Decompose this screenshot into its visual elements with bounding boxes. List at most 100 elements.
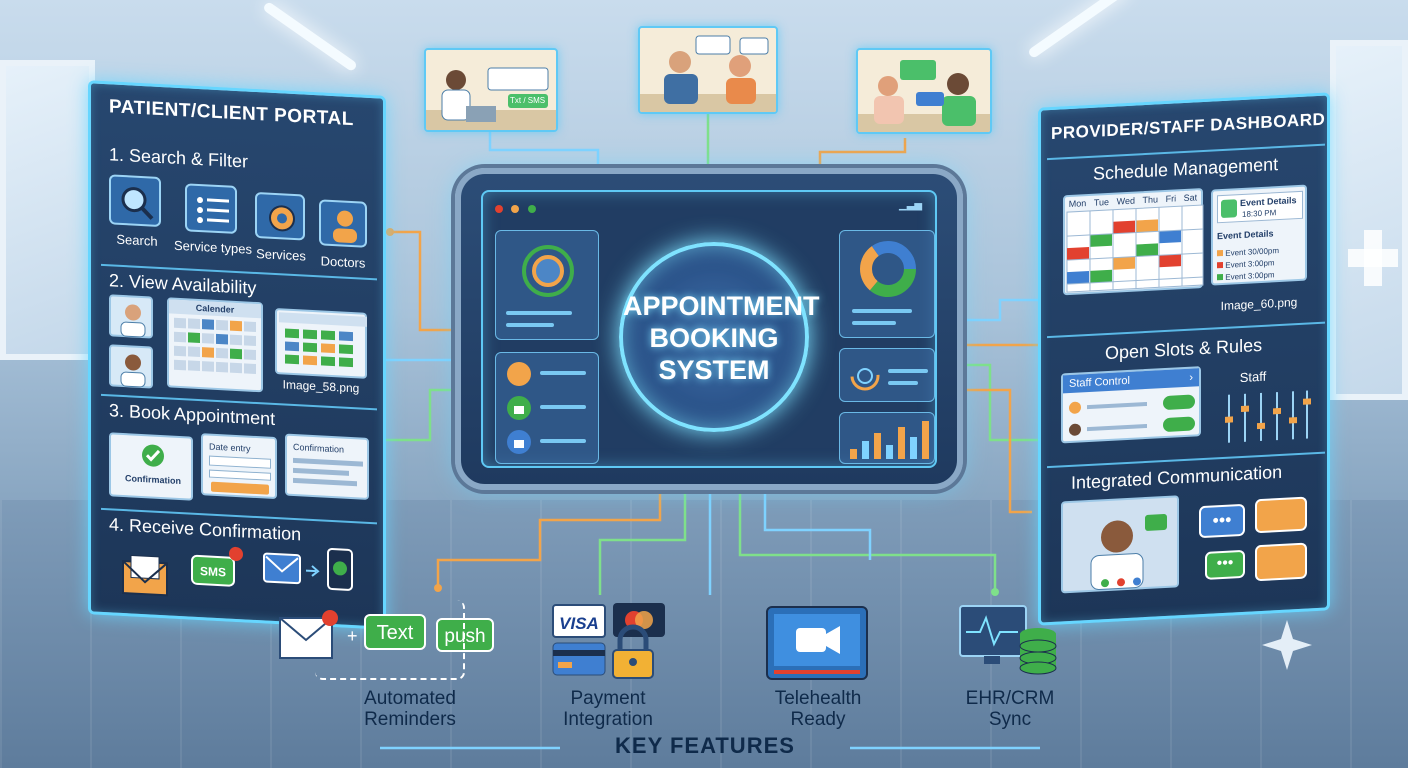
staff-toggle-2[interactable] bbox=[1163, 416, 1195, 433]
day-thu: Thu bbox=[1142, 194, 1159, 206]
list-icon bbox=[197, 197, 229, 224]
credit-card-icon bbox=[552, 642, 606, 676]
schedule-calendar[interactable]: Mon Tue Wed Thu Fri Sat bbox=[1063, 188, 1204, 296]
node-left-1 bbox=[386, 228, 394, 236]
security-widget-line-3 bbox=[540, 439, 586, 443]
central-ring: APPOINTMENT BOOKING SYSTEM bbox=[619, 242, 820, 432]
gear-icon bbox=[269, 205, 295, 232]
event-dot-red bbox=[1217, 261, 1223, 269]
feature-payment-line2: Integration bbox=[563, 709, 653, 730]
schedule-image-label: Image_60.png bbox=[1220, 295, 1298, 314]
confirmation-check-card[interactable]: Confirmation bbox=[109, 432, 193, 501]
gauge-icon bbox=[850, 361, 880, 391]
phone-icon bbox=[327, 547, 353, 591]
plus-icon: + bbox=[347, 626, 358, 646]
reminder-loop-arrow bbox=[315, 600, 465, 680]
feature-telehealth-line2: Ready bbox=[790, 709, 846, 730]
target-widget-line-2 bbox=[506, 323, 554, 327]
video-call-window[interactable] bbox=[1061, 495, 1179, 594]
chat-bubble-blue: ••• bbox=[1199, 503, 1245, 539]
center-title-line3: SYSTEM bbox=[658, 355, 770, 385]
telehealth-monitor-icon bbox=[766, 606, 868, 680]
event-item-3-text: Event 3:00pm bbox=[1225, 270, 1275, 282]
date-entry-label: Date entry bbox=[209, 441, 251, 454]
event-details-card[interactable]: Event Details 18:30 PM Event Details Eve… bbox=[1211, 184, 1307, 286]
communication-title: Integrated Communication bbox=[1071, 461, 1283, 493]
photo-card-sms-badge: Txt / SMS bbox=[510, 96, 546, 105]
staff-row-2 bbox=[1069, 416, 1197, 439]
service-types-tile[interactable] bbox=[185, 183, 237, 234]
reminder-envelope-icon bbox=[279, 610, 338, 659]
date-entry-field[interactable] bbox=[209, 455, 271, 469]
staff-toggle-1[interactable] bbox=[1163, 394, 1195, 411]
staff-row-1 bbox=[1069, 394, 1197, 417]
feature-payment-line1: Payment bbox=[570, 688, 646, 709]
bar-chart-icon bbox=[850, 421, 929, 459]
staff-row-2-line bbox=[1087, 423, 1147, 432]
center-title-line2: BOOKING bbox=[649, 323, 779, 353]
doctors-tile[interactable] bbox=[319, 199, 367, 248]
staff-avatar-2 bbox=[1069, 423, 1081, 437]
feature-reminders-line2: Reminders bbox=[364, 709, 456, 730]
confirmation-check-label: Confirmation bbox=[125, 473, 181, 487]
target-widget[interactable] bbox=[495, 230, 599, 340]
bar-chart-widget[interactable] bbox=[839, 412, 935, 464]
mail-icon bbox=[263, 552, 301, 585]
staff-row-1-line bbox=[1087, 401, 1147, 410]
date-entry-field-2[interactable] bbox=[209, 469, 271, 481]
feature-telehealth-line1: Telehealth bbox=[774, 688, 862, 709]
availability-grid-card[interactable] bbox=[275, 307, 367, 379]
line-right-4 bbox=[945, 388, 1032, 514]
step-book-title: 3. Book Appointment bbox=[109, 400, 276, 429]
event-item-3: Event 3:00pm bbox=[1217, 270, 1275, 282]
security-widget-line-2 bbox=[540, 405, 586, 409]
day-tue: Tue bbox=[1093, 196, 1110, 208]
gauge-widget[interactable] bbox=[839, 348, 935, 402]
donut-widget-line-2 bbox=[852, 321, 896, 325]
chat-bubble-orange-1 bbox=[1255, 496, 1307, 534]
consultation-illustration bbox=[640, 35, 776, 112]
staff-sliders[interactable] bbox=[1221, 386, 1311, 447]
padlock-payment-icon bbox=[612, 624, 654, 679]
node-feature-4 bbox=[991, 588, 999, 596]
photo-card-consultation bbox=[638, 26, 778, 114]
donut-chart-widget[interactable] bbox=[839, 230, 935, 338]
feature-ehr-label: EHR/CRM Sync bbox=[940, 688, 1080, 730]
communication-divider bbox=[1047, 451, 1325, 469]
date-entry-card[interactable]: Date entry bbox=[201, 433, 277, 500]
event-item-2-text: Event 3:00pm bbox=[1225, 258, 1275, 270]
confirmation-form-card[interactable]: Confirmation bbox=[285, 433, 369, 500]
donut-widget-line-1 bbox=[852, 309, 912, 313]
nurse-patient-illustration bbox=[858, 60, 990, 132]
doctor-video-illustration bbox=[1090, 514, 1167, 590]
donut-chart-icon bbox=[860, 241, 916, 297]
provider-dashboard-title: PROVIDER/STAFF DASHBOARD bbox=[1051, 109, 1326, 143]
date-entry-submit-button[interactable] bbox=[211, 481, 269, 495]
staff-control-header: Staff Control › bbox=[1063, 368, 1199, 394]
event-card-title: Event Details bbox=[1240, 195, 1297, 209]
chevron-right-icon: › bbox=[1189, 371, 1193, 384]
search-tile[interactable] bbox=[109, 174, 161, 228]
confirmation-form-line bbox=[293, 457, 363, 467]
services-tile[interactable] bbox=[255, 191, 305, 241]
staff-control-card[interactable]: Staff Control › bbox=[1061, 366, 1201, 444]
confirmation-form-label: Confirmation bbox=[293, 441, 345, 455]
security-widget[interactable] bbox=[495, 352, 599, 464]
line-feature-4 bbox=[738, 445, 997, 590]
feature-telehealth-label: Telehealth Ready bbox=[748, 688, 888, 730]
check-circle-icon bbox=[142, 444, 164, 467]
calendar-card[interactable]: Calender bbox=[167, 297, 263, 393]
window-dot-red bbox=[495, 205, 503, 213]
staff-avatar-1 bbox=[1069, 401, 1081, 415]
text-badge: Text bbox=[364, 614, 426, 650]
line-right-1 bbox=[945, 298, 1040, 322]
message-icon bbox=[507, 362, 531, 386]
provider-dashboard-panel: PROVIDER/STAFF DASHBOARD Schedule Manage… bbox=[1038, 92, 1330, 626]
target-icon bbox=[522, 245, 574, 297]
line-photo3 bbox=[818, 138, 907, 168]
search-icon bbox=[121, 187, 154, 220]
event-dot-orange bbox=[1217, 249, 1223, 257]
slots-divider bbox=[1047, 321, 1325, 339]
event-card-time: 18:30 PM bbox=[1242, 208, 1277, 219]
step-receive-title: 4. Receive Confirmation bbox=[109, 514, 302, 545]
